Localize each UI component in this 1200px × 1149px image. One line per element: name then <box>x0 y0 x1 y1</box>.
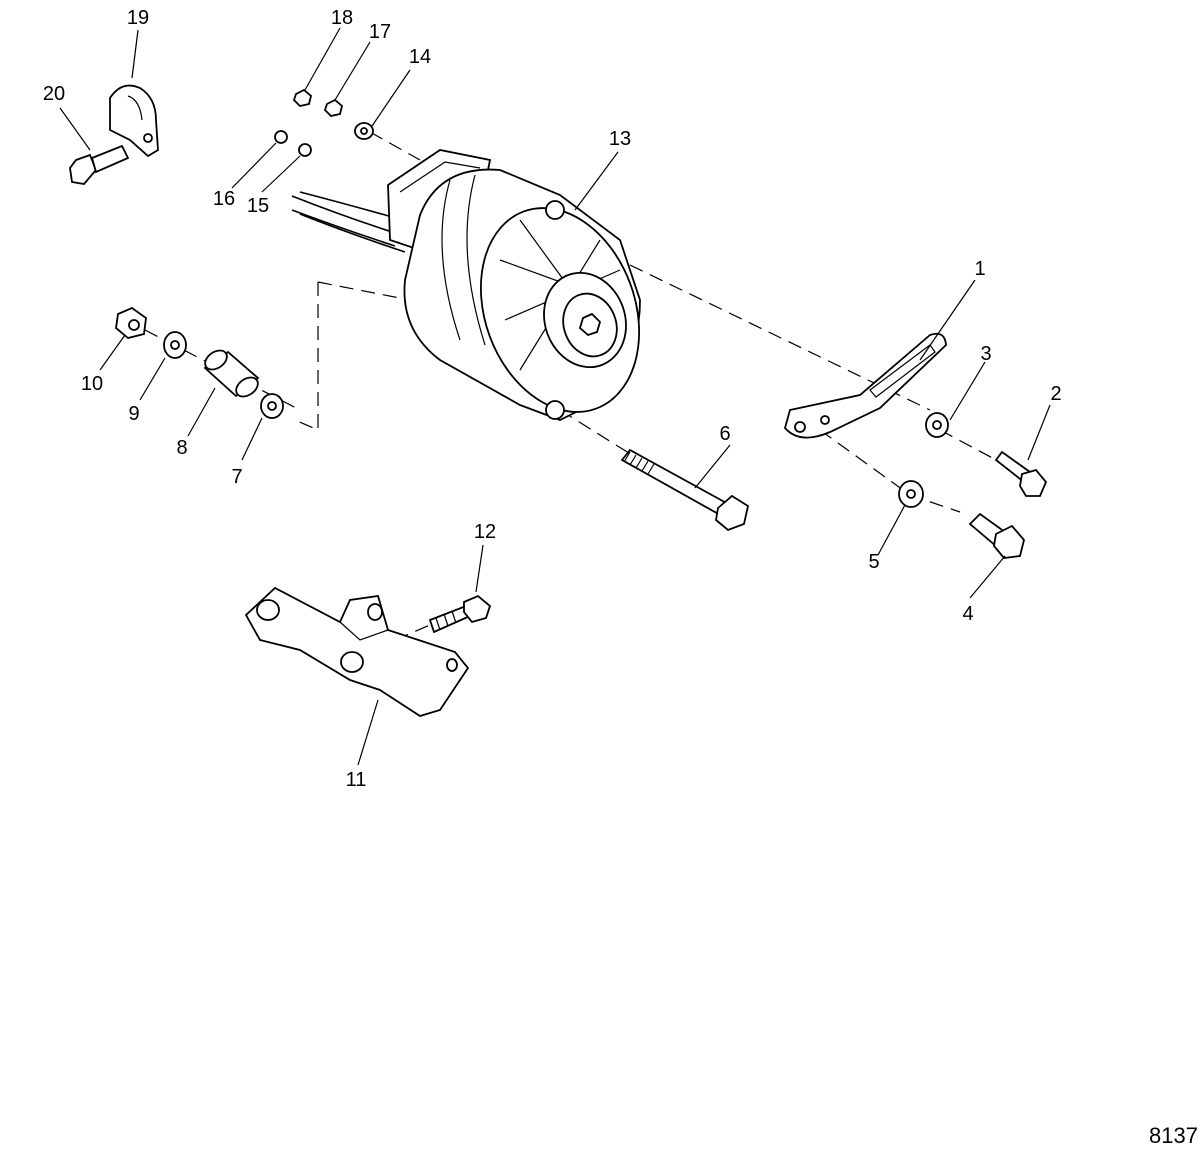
callout-8: 8 <box>176 437 187 459</box>
callout-9: 9 <box>128 403 139 425</box>
part-20-bolt <box>69 144 130 185</box>
callout-14: 14 <box>409 46 431 68</box>
part-1-brace <box>784 332 947 439</box>
part-5-washer <box>898 480 924 508</box>
part-4-bolt <box>968 512 1025 559</box>
callout-20: 20 <box>43 83 65 105</box>
part-13-alternator <box>387 149 641 421</box>
callout-15: 15 <box>247 195 269 217</box>
leader-lines <box>59 27 1051 766</box>
callout-2: 2 <box>1050 383 1061 405</box>
part-7-washer <box>260 393 284 419</box>
callout-19: 19 <box>127 7 149 29</box>
callout-16: 16 <box>213 188 235 210</box>
callout-1: 1 <box>974 258 985 280</box>
part-18-nut <box>292 88 313 107</box>
callout-17: 17 <box>369 21 391 43</box>
callout-12: 12 <box>474 521 496 543</box>
callout-3: 3 <box>980 343 991 365</box>
callout-11: 11 <box>346 769 367 791</box>
part-6-bolt <box>620 448 750 532</box>
part-14-washer <box>354 122 374 140</box>
part-3-washer <box>925 412 949 438</box>
callout-13: 13 <box>609 128 631 150</box>
part-17-nut <box>323 98 344 117</box>
callout-labels: 1 2 3 4 5 6 7 8 9 10 11 12 13 14 15 16 1… <box>43 7 1062 791</box>
part-10-nut <box>115 306 147 339</box>
part-19-clamp <box>109 84 159 158</box>
callout-4: 4 <box>962 603 973 625</box>
part-12-bolt <box>428 594 492 634</box>
part-9-washer <box>163 331 187 359</box>
callout-18: 18 <box>331 7 353 29</box>
callout-10: 10 <box>81 373 103 395</box>
part-15-nut <box>298 143 312 157</box>
part-11-bracket <box>244 586 470 717</box>
part-8-spacer <box>203 349 260 398</box>
callout-5: 5 <box>868 551 879 573</box>
part-16-nut <box>274 130 288 144</box>
part-2-bolt <box>994 450 1048 497</box>
callout-6: 6 <box>719 423 730 445</box>
callout-7: 7 <box>231 466 242 488</box>
figure-number: 8137 <box>1149 1123 1198 1148</box>
